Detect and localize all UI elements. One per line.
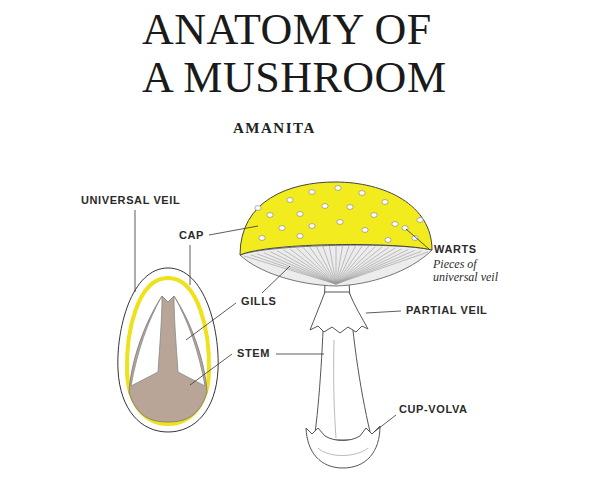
- gill-line: [336, 246, 375, 284]
- wart: [322, 204, 328, 209]
- part-label: WARTS: [433, 243, 478, 255]
- gill-lines: [244, 246, 428, 284]
- leader-line: [406, 229, 429, 249]
- wart: [382, 200, 388, 205]
- leader-line: [209, 226, 258, 235]
- leader-line: [190, 245, 191, 285]
- wart: [359, 191, 365, 196]
- gill-line: [316, 247, 336, 284]
- genus-label: AMANITA: [233, 120, 316, 137]
- wart: [337, 220, 343, 225]
- cap: [240, 182, 432, 255]
- wart: [335, 186, 341, 191]
- leader-line: [262, 266, 290, 293]
- wart: [287, 198, 293, 203]
- egg-stem: [129, 296, 207, 422]
- gill-line: [244, 256, 336, 284]
- wart: [371, 213, 377, 218]
- gill-line: [336, 250, 415, 284]
- egg-stage: [118, 268, 218, 432]
- universal-veil-outline: [118, 268, 218, 432]
- part-label: STEM: [236, 347, 271, 359]
- part-label: CUP-VOLVA: [398, 403, 469, 415]
- part-label: CAP: [178, 229, 205, 241]
- gill-line: [290, 249, 336, 284]
- gill-line: [336, 248, 395, 284]
- egg-gill: [131, 296, 162, 386]
- part-label: UNIVERSAL VEIL: [80, 194, 181, 206]
- egg-gill: [174, 296, 205, 386]
- leader-line: [186, 303, 236, 340]
- mature-mushroom: [240, 182, 432, 468]
- gill-line: [336, 249, 402, 284]
- wart: [417, 218, 423, 223]
- wart: [362, 228, 368, 233]
- leader-line: [276, 354, 324, 355]
- leader-line: [135, 210, 136, 292]
- gill-line: [336, 250, 408, 284]
- wart: [255, 206, 261, 211]
- gill-line: [336, 246, 337, 284]
- gill-line: [329, 246, 336, 284]
- leader-line: [374, 415, 396, 432]
- gills-underside: [240, 245, 432, 286]
- leader-line: [366, 311, 401, 313]
- gill-line: [336, 247, 389, 284]
- gill-line: [310, 247, 336, 284]
- partial-veil-ring: [310, 292, 368, 333]
- wart: [347, 205, 353, 210]
- part-label: GILLS: [240, 295, 277, 307]
- wart: [385, 238, 391, 243]
- egg-cap: [127, 278, 209, 424]
- wart: [297, 212, 303, 217]
- wart: [279, 226, 285, 231]
- wart: [309, 190, 315, 195]
- volva-shading: [318, 448, 368, 456]
- gill-line: [336, 251, 421, 284]
- warts: [255, 186, 423, 243]
- stem-shading: [334, 340, 336, 438]
- gill-line: [336, 252, 428, 284]
- gill-line: [297, 248, 336, 284]
- diagram-title: ANATOMY OF A MUSHROOM: [142, 6, 462, 102]
- wart: [259, 236, 265, 241]
- wart: [309, 224, 315, 229]
- part-label: PARTIAL VEIL: [405, 304, 488, 316]
- wart: [267, 213, 273, 218]
- gill-line: [323, 246, 336, 284]
- volva: [306, 426, 380, 468]
- gill-line: [303, 248, 336, 284]
- leader-line: [190, 354, 232, 385]
- leader-lines: [135, 210, 429, 432]
- wart: [392, 222, 398, 227]
- part-note: Pieces of universal veil: [433, 258, 513, 284]
- wart: [297, 234, 303, 239]
